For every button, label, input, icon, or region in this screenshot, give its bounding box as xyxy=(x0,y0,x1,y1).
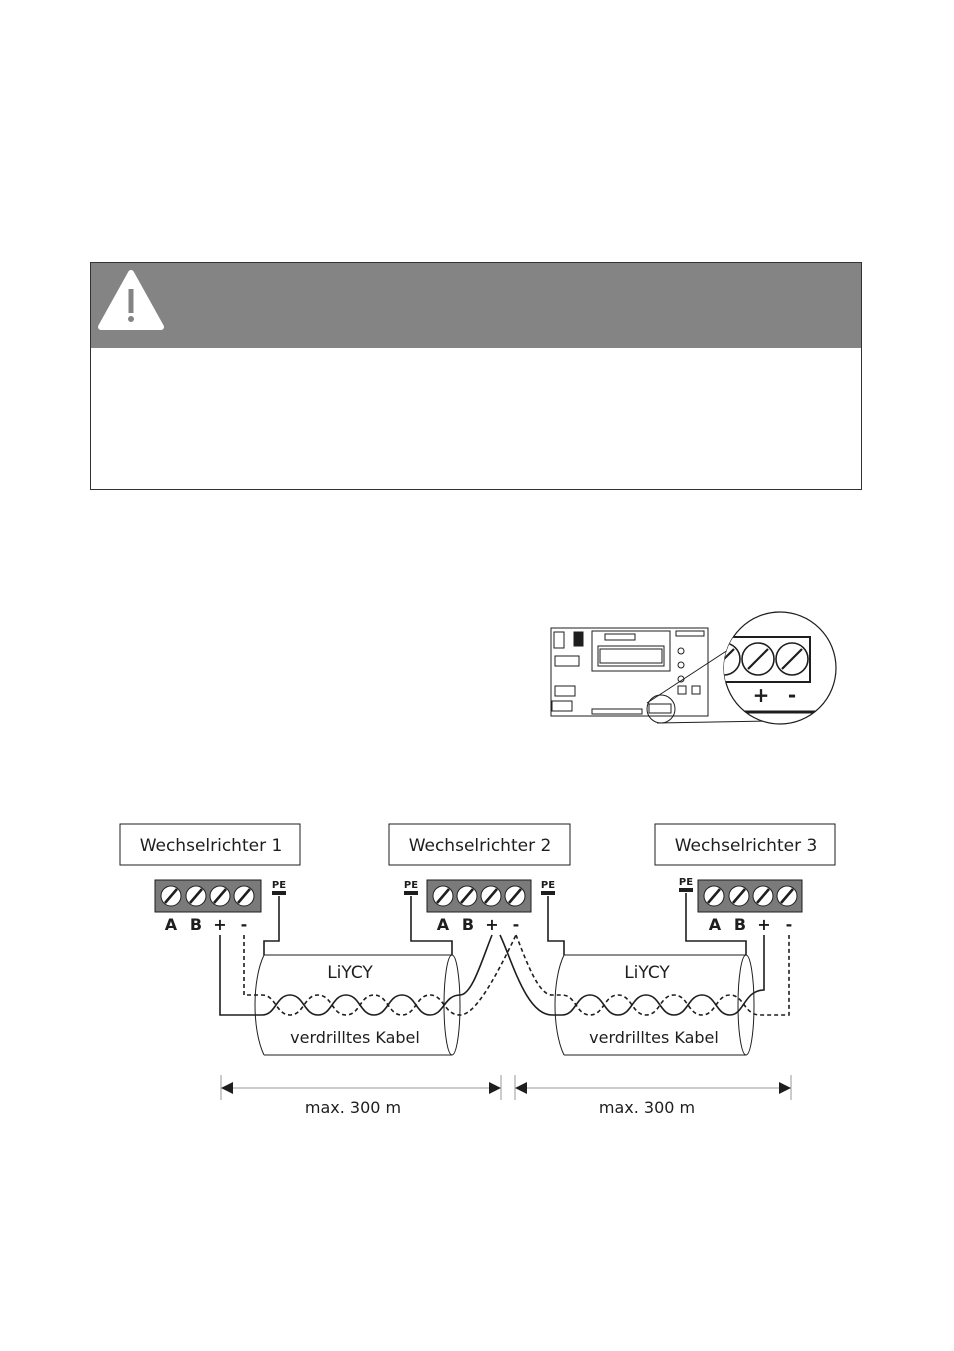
terminal-2-label-a: A xyxy=(437,915,450,934)
twisted-pair-1 xyxy=(219,896,517,1016)
terminal-1-label-minus: - xyxy=(241,915,248,934)
warning-triangle-icon xyxy=(98,270,164,330)
cable-1-type: LiYCY xyxy=(327,963,373,983)
terminal-1-label-a: A xyxy=(165,915,178,934)
inverter-3: Wechselrichter 3 xyxy=(654,823,836,866)
inverter-1-label: Wechselrichter 1 xyxy=(140,836,283,856)
dimension-2-label: max. 300 m xyxy=(599,1098,695,1117)
cable-2-description: verdrilltes Kabel xyxy=(589,1028,719,1047)
warning-box xyxy=(90,262,862,490)
terminal-2-label-pe-right: PE xyxy=(541,880,555,891)
inverter-1: Wechselrichter 1 xyxy=(119,823,301,866)
terminal-1-label-pe: PE xyxy=(272,880,286,891)
terminal-1-label-b: B xyxy=(190,915,202,934)
inverter-3-label: Wechselrichter 3 xyxy=(675,836,818,856)
terminal-2-label-minus: - xyxy=(513,915,520,934)
terminal-3-label-b: B xyxy=(734,915,746,934)
inverter-2: Wechselrichter 2 xyxy=(388,823,571,866)
cable-1-description: verdrilltes Kabel xyxy=(290,1028,420,1047)
twisted-pair-2 xyxy=(499,893,790,1016)
inverter-2-label: Wechselrichter 2 xyxy=(409,836,552,856)
terminal-block-2: A B + - PE PE xyxy=(404,879,555,934)
terminal-block-3: A B + - PE xyxy=(679,877,803,934)
warning-header xyxy=(91,263,861,348)
cable-2-type: LiYCY xyxy=(624,963,670,983)
terminal-block-1: A B + - PE xyxy=(154,879,286,934)
terminal-2-label-pe-left: PE xyxy=(404,880,418,891)
dimension-1 xyxy=(220,1075,502,1100)
dimension-1-label: max. 300 m xyxy=(305,1098,401,1117)
terminal-2-label-b: B xyxy=(462,915,474,934)
terminal-3-label-minus: - xyxy=(786,915,793,934)
dimension-2 xyxy=(514,1075,792,1100)
terminal-3-label-plus: + xyxy=(757,915,770,934)
terminal-3-label-a: A xyxy=(709,915,722,934)
terminal-1-label-plus: + xyxy=(213,915,226,934)
cable-2 xyxy=(554,954,755,1056)
terminal-3-label-pe: PE xyxy=(679,877,693,888)
terminal-2-label-plus: + xyxy=(485,915,498,934)
